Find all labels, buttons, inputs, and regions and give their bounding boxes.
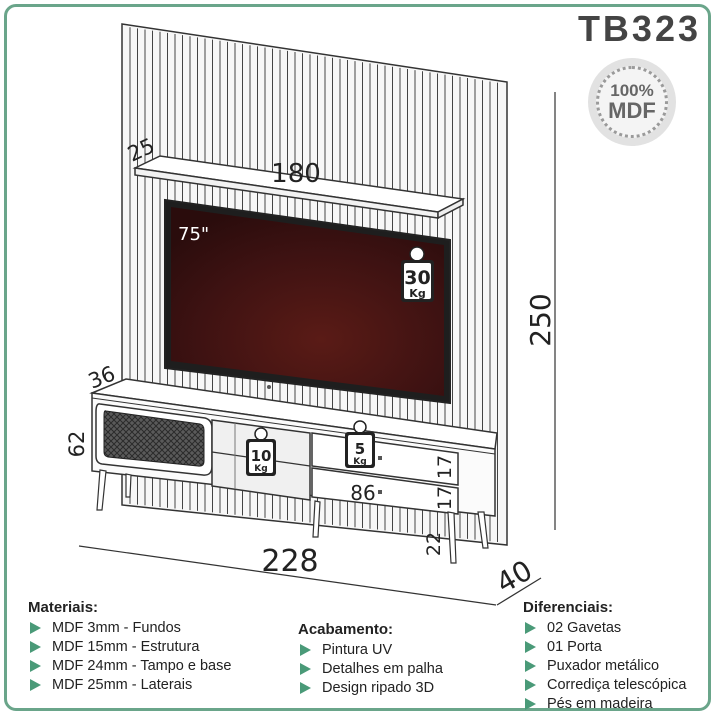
mdf-badge: 100% MDF	[588, 58, 676, 146]
arrow-icon	[30, 641, 41, 653]
wall-shelf	[132, 155, 466, 220]
finish-title: Acabamento:	[298, 621, 394, 638]
weight-tag-tv: 30 Kg	[401, 246, 434, 302]
weight-top-value: 5	[355, 440, 365, 458]
arrow-icon	[30, 679, 41, 691]
finish-section: Acabamento: Pintura UV Detalhes em palha…	[298, 620, 443, 698]
dim-tv-size: 75"	[178, 224, 209, 245]
dim-total-depth: 40	[491, 554, 538, 600]
features-item: Corrediça telescópica	[523, 676, 686, 695]
tv	[164, 198, 451, 405]
weight-tag-top: 5 Kg	[345, 420, 375, 468]
tv-rack	[89, 378, 498, 564]
features-item: Puxador metálico	[523, 657, 686, 676]
weight-niche-unit: Kg	[254, 464, 267, 474]
materials-item: MDF 24mm - Tampo e base	[28, 657, 231, 676]
arrow-icon	[300, 644, 311, 656]
dimension-lines	[78, 92, 556, 606]
arrow-icon	[525, 698, 536, 710]
arrow-icon	[30, 622, 41, 634]
arrow-icon	[525, 622, 536, 634]
finish-item: Pintura UV	[298, 641, 443, 660]
badge-material: MDF	[608, 98, 656, 123]
weight-tv-unit: Kg	[409, 287, 425, 300]
features-item: Pés em madeira	[523, 695, 686, 714]
materials-item: MDF 25mm - Laterais	[28, 676, 231, 695]
weight-top-unit: Kg	[353, 457, 366, 467]
materials-title: Materiais:	[28, 599, 99, 616]
finish-item: Detalhes em palha	[298, 660, 443, 679]
features-item: 02 Gavetas	[523, 619, 686, 638]
materials-item: MDF 15mm - Estrutura	[28, 638, 231, 657]
dim-drawer-height-bottom: 17	[434, 486, 456, 510]
arrow-icon	[525, 679, 536, 691]
badge-percent: 100%	[610, 81, 654, 100]
dim-rack-height: 62	[65, 431, 89, 458]
features-item: 01 Porta	[523, 638, 686, 657]
dim-drawer-width: 86	[350, 481, 375, 505]
page-frame	[4, 4, 711, 711]
arrow-icon	[300, 682, 311, 694]
weight-tv-value: 30	[404, 267, 430, 289]
mdf-badge-inner: 100% MDF	[596, 66, 668, 138]
dim-shelf-width: 180	[271, 159, 321, 189]
weight-niche-value: 10	[251, 447, 272, 465]
arrow-icon	[525, 660, 536, 672]
materials-section: Materiais: MDF 3mm - Fundos MDF 15mm - E…	[28, 598, 231, 695]
features-title: Diferenciais:	[523, 599, 614, 616]
product-code: TB323	[577, 8, 701, 49]
arrow-icon	[300, 663, 311, 675]
dim-drawer-height-top: 17	[434, 455, 456, 479]
dim-leg-height: 22	[423, 532, 445, 556]
weight-tag-niche: 10 Kg	[246, 427, 276, 476]
features-section: Diferenciais: 02 Gavetas 01 Porta Puxado…	[523, 598, 686, 714]
arrow-icon	[525, 641, 536, 653]
materials-item: MDF 3mm - Fundos	[28, 619, 231, 638]
arrow-icon	[30, 660, 41, 672]
dim-total-width: 228	[261, 544, 318, 579]
dim-total-height: 250	[524, 293, 557, 346]
finish-item: Design ripado 3D	[298, 679, 443, 698]
